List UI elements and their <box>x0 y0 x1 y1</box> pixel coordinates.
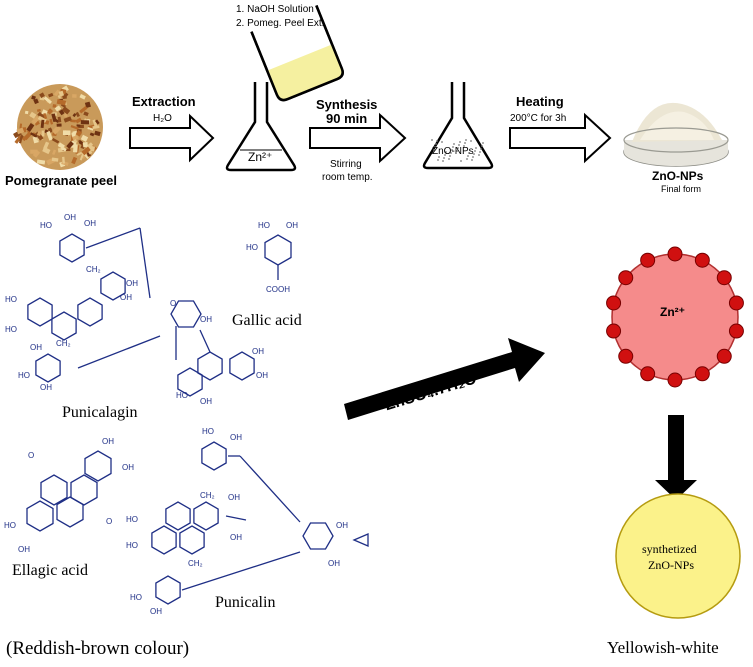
beaker-line-2: 2. Pomeg. Peel Ext. <box>236 18 325 29</box>
svg-text:OH: OH <box>256 371 268 380</box>
ellagic-acid-label: Ellagic acid <box>12 562 88 579</box>
petri-dish-powder <box>623 102 729 167</box>
svg-text:HO: HO <box>4 521 16 530</box>
synthesis-arrow <box>309 112 407 164</box>
svg-text:O: O <box>170 299 176 308</box>
svg-text:OH: OH <box>120 293 132 302</box>
svg-text:OH: OH <box>40 383 52 392</box>
svg-text:HO: HO <box>5 295 17 304</box>
svg-text:OH: OH <box>336 521 348 530</box>
svg-text:OH: OH <box>328 559 340 568</box>
svg-text:HO: HO <box>126 541 138 550</box>
svg-text:HO: HO <box>258 221 270 230</box>
svg-text:OH: OH <box>122 463 134 472</box>
svg-text:OH: OH <box>150 607 162 616</box>
svg-text:HO: HO <box>18 371 30 380</box>
colour-note: (Reddish-brown colour) <box>6 638 190 659</box>
reaction-arrow <box>344 338 545 420</box>
flask-zn <box>225 82 297 172</box>
ellagic-acid-structure: O OH OH HO OH O <box>4 437 134 554</box>
svg-text:CH₂: CH₂ <box>188 559 203 568</box>
pomegranate-peel-image <box>13 84 103 170</box>
svg-text:O: O <box>106 517 112 526</box>
svg-text:HO: HO <box>5 325 17 334</box>
down-arrow <box>655 415 697 500</box>
np-line-1: synthetized <box>642 542 697 556</box>
flask-zno-nps <box>422 82 494 170</box>
gallic-acid-label: Gallic acid <box>232 312 302 329</box>
svg-text:OH: OH <box>228 493 240 502</box>
np-line-2: ZnO-NPs <box>648 558 695 572</box>
svg-text:HO: HO <box>40 221 52 230</box>
svg-text:OH: OH <box>286 221 298 230</box>
final-colour-label: Yellowish-white <box>607 638 719 657</box>
product-sub: Final form <box>661 184 702 194</box>
ion-label: Zn²⁺ <box>660 305 685 319</box>
product-label: ZnO-NPs <box>652 169 704 183</box>
svg-text:HO: HO <box>126 515 138 524</box>
extraction-arrow <box>129 113 215 163</box>
beaker-line-1: 1. NaOH Solution <box>236 4 314 15</box>
svg-text:OH: OH <box>102 437 114 446</box>
svg-text:O: O <box>28 451 34 460</box>
punicalin-label: Punicalin <box>215 594 276 611</box>
svg-text:CH₂: CH₂ <box>200 491 215 500</box>
extraction-sub: H₂O <box>153 113 172 124</box>
svg-text:OH: OH <box>200 315 212 324</box>
svg-text:HO: HO <box>246 243 258 252</box>
zno-np-sphere <box>615 493 741 619</box>
flask-zn-label: Zn²⁺ <box>248 150 273 164</box>
gallic-acid-structure: COOH HO OH HO <box>246 221 298 294</box>
svg-text:COOH: COOH <box>266 285 290 294</box>
svg-text:HO: HO <box>202 427 214 436</box>
svg-text:HO: HO <box>130 593 142 602</box>
heating-arrow <box>509 112 612 164</box>
pouring-beaker <box>250 5 344 102</box>
svg-text:OH: OH <box>84 219 96 228</box>
svg-text:OH: OH <box>30 343 42 352</box>
stirring-label: Stirring <box>330 159 362 170</box>
heating-condition: 200°C for 3h <box>510 113 567 124</box>
svg-text:CH₂: CH₂ <box>86 265 101 274</box>
svg-text:CH₂: CH₂ <box>56 339 71 348</box>
svg-text:OH: OH <box>64 213 76 222</box>
punicalin-structure: HO OH HO HO OH OH OH OH HO OH CH₂ CH₂ <box>126 427 369 616</box>
room-temp-label: room temp. <box>322 172 373 183</box>
svg-text:OH: OH <box>252 347 264 356</box>
svg-text:OH: OH <box>230 433 242 442</box>
punicalagin-label: Punicalagin <box>62 404 138 421</box>
peel-label: Pomegranate peel <box>5 173 117 188</box>
svg-text:HO: HO <box>176 391 188 400</box>
extraction-label: Extraction <box>132 94 196 109</box>
svg-text:OH: OH <box>18 545 30 554</box>
flask-zno-label: ZnO-NPs <box>432 146 474 157</box>
zn-ion-sphere <box>606 246 744 388</box>
synthesis-time: 90 min <box>326 111 368 126</box>
svg-text:OH: OH <box>230 533 242 542</box>
svg-text:OH: OH <box>126 279 138 288</box>
heating-label: Heating <box>516 94 564 109</box>
svg-text:OH: OH <box>200 397 212 406</box>
synthesis-label: Synthesis <box>316 97 378 112</box>
